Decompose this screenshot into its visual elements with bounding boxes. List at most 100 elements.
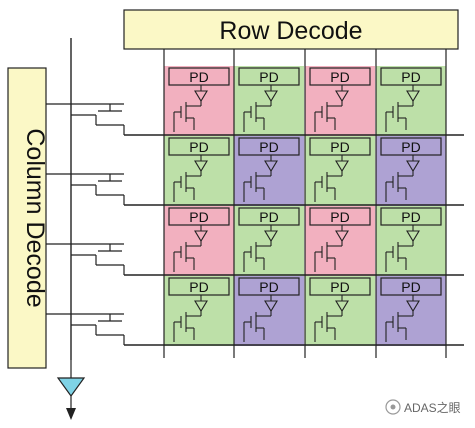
buffer-icon xyxy=(264,230,278,243)
pixel-cell: PD xyxy=(234,66,304,136)
row-decode-label: Row Decode xyxy=(219,17,362,45)
pixel-cell: PD xyxy=(376,66,446,136)
photodiode-label: PD xyxy=(189,139,208,155)
row-decode-block: Row Decode xyxy=(123,9,459,50)
pixel-cell: PD xyxy=(164,136,234,206)
photodiode-box xyxy=(238,207,300,226)
buffer-icon xyxy=(264,90,278,103)
photodiode-label: PD xyxy=(401,139,420,155)
pixel-blue-filter xyxy=(234,136,304,206)
photodiode-box xyxy=(380,67,442,86)
photodiode-label: PD xyxy=(330,69,349,85)
pixel-red-filter xyxy=(164,66,234,136)
pixel-cell: PD xyxy=(164,66,234,136)
photodiode-box xyxy=(168,67,230,86)
pixel-blue-filter xyxy=(376,276,446,346)
photodiode-label: PD xyxy=(330,209,349,225)
photodiode-box xyxy=(238,277,300,296)
photodiode-box xyxy=(309,137,371,156)
pixel-cell: PD xyxy=(305,66,375,136)
buffer-icon xyxy=(406,300,420,313)
buffer-icon xyxy=(406,160,420,173)
photodiode-label: PD xyxy=(259,139,278,155)
buffer-icon xyxy=(194,160,208,173)
pixel-cell: PD xyxy=(376,136,446,206)
photodiode-label: PD xyxy=(189,279,208,295)
column-switch-icon xyxy=(71,244,125,275)
buffer-icon xyxy=(194,300,208,313)
photodiode-box xyxy=(238,67,300,86)
pixel-cell: PD xyxy=(305,206,375,276)
watermark-text: ADAS之眼 xyxy=(404,401,461,415)
column-decode-label: Column Decode xyxy=(21,128,49,307)
amplifier-triangle-icon xyxy=(56,377,86,398)
photodiode-box xyxy=(380,277,442,296)
photodiode-box xyxy=(380,207,442,226)
photodiode-box xyxy=(168,207,230,226)
pixel-green-filter xyxy=(164,276,234,346)
output-amplifier xyxy=(56,360,86,420)
watermark: ADAS之眼 xyxy=(385,399,461,415)
pixel-cell: PD xyxy=(376,276,446,346)
pixel-blue-filter xyxy=(234,276,304,346)
column-decode-box xyxy=(7,67,47,369)
photodiode-box xyxy=(380,137,442,156)
buffer-icon xyxy=(194,230,208,243)
photodiode-box xyxy=(309,207,371,226)
pixel-green-filter xyxy=(164,136,234,206)
buffer-icon xyxy=(406,230,420,243)
pixel-red-filter xyxy=(164,206,234,276)
photodiode-label: PD xyxy=(330,139,349,155)
photodiode-label: PD xyxy=(259,69,278,85)
photodiode-label: PD xyxy=(189,69,208,85)
output-arrow-icon xyxy=(66,408,76,420)
pixel-cell: PD xyxy=(305,276,375,346)
pixel-green-filter xyxy=(376,206,446,276)
photodiode-box xyxy=(168,277,230,296)
buffer-icon xyxy=(335,90,349,103)
pixel-green-filter xyxy=(234,206,304,276)
column-switch-icon xyxy=(71,104,125,135)
photodiode-box xyxy=(238,137,300,156)
watermark-logo-icon xyxy=(385,399,401,415)
pixel-green-filter xyxy=(234,66,304,136)
photodiode-label: PD xyxy=(259,209,278,225)
photodiode-label: PD xyxy=(189,209,208,225)
pixel-array: PD PD PD PD PD PD PD PD PD PD PD PD PD PD PD PD xyxy=(164,66,446,346)
column-decode-block: Column Decode xyxy=(7,67,49,369)
photodiode-box xyxy=(309,67,371,86)
buffer-icon xyxy=(406,90,420,103)
column-switch-icon xyxy=(71,314,125,345)
buffer-icon xyxy=(335,300,349,313)
column-lines xyxy=(163,49,447,358)
pixel-cell: PD xyxy=(164,276,234,346)
buffer-icon xyxy=(335,230,349,243)
row-decode-box xyxy=(123,9,459,50)
photodiode-label: PD xyxy=(330,279,349,295)
pixel-cell: PD xyxy=(164,206,234,276)
column-bus xyxy=(46,38,125,360)
photodiode-label: PD xyxy=(401,209,420,225)
photodiode-box xyxy=(168,137,230,156)
row-lines xyxy=(124,134,464,346)
photodiode-label: PD xyxy=(401,279,420,295)
pixel-cell: PD xyxy=(234,206,304,276)
pixel-green-filter xyxy=(305,276,375,346)
buffer-icon xyxy=(335,160,349,173)
pixel-red-filter xyxy=(305,66,375,136)
photodiode-label: PD xyxy=(259,279,278,295)
column-switch-icon xyxy=(71,174,125,205)
photodiode-label: PD xyxy=(401,69,420,85)
pixel-green-filter xyxy=(305,136,375,206)
pixel-red-filter xyxy=(305,206,375,276)
pixel-cell: PD xyxy=(234,276,304,346)
pixel-cell: PD xyxy=(376,206,446,276)
pixel-blue-filter xyxy=(376,136,446,206)
pixel-cell: PD xyxy=(234,136,304,206)
pixel-cell: PD xyxy=(305,136,375,206)
photodiode-box xyxy=(309,277,371,296)
buffer-icon xyxy=(194,90,208,103)
pixel-green-filter xyxy=(376,66,446,136)
